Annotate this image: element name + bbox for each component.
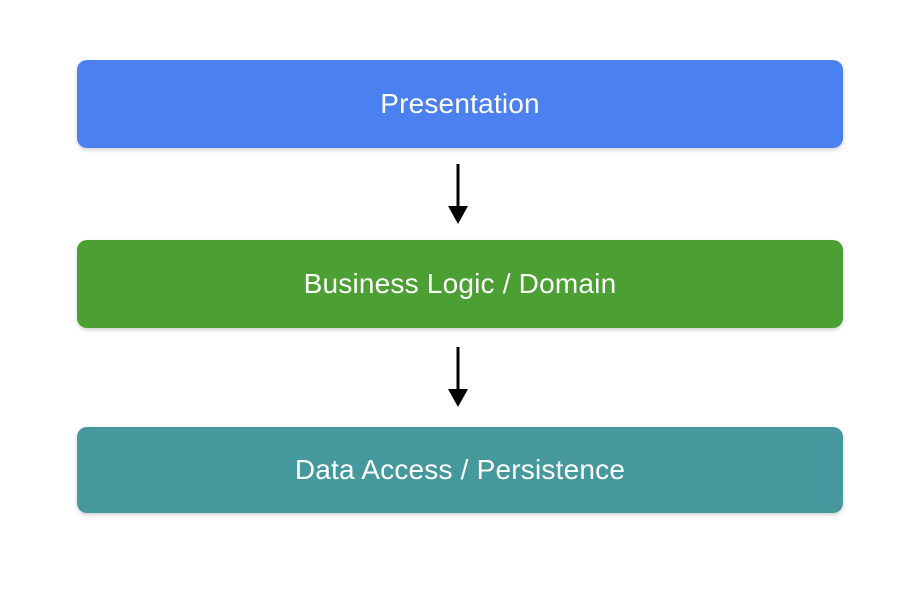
layer-box-business-logic: Business Logic / Domain — [77, 240, 843, 328]
layer-label-business-logic: Business Logic / Domain — [303, 268, 617, 299]
layer-label-data-access: Data Access / Persistence — [294, 454, 626, 485]
arrow-down-icon — [444, 347, 472, 407]
layer-box-presentation: Presentation — [77, 60, 843, 148]
layer-box-data-access: Data Access / Persistence — [77, 427, 843, 513]
arrow-down-icon — [444, 164, 472, 224]
layer-label-presentation: Presentation — [380, 88, 540, 119]
